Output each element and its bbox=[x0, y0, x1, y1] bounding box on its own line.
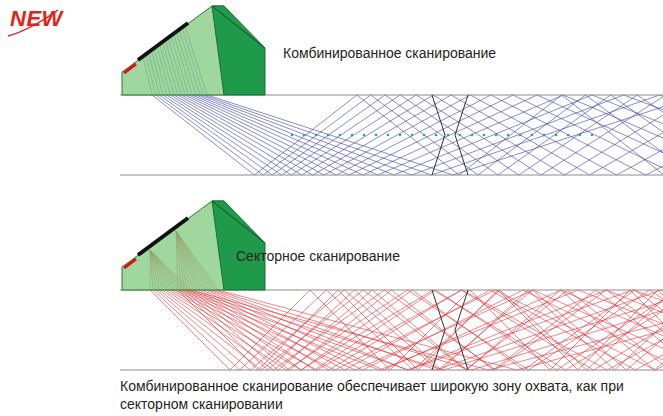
scan-label: Комбинированное сканирование bbox=[283, 45, 496, 61]
beam-ray bbox=[176, 231, 663, 370]
scan-label: Секторное сканирование bbox=[236, 248, 400, 264]
beam-ray bbox=[176, 231, 663, 370]
focus-dot bbox=[483, 134, 486, 137]
focus-dot bbox=[351, 134, 354, 137]
weld-line bbox=[455, 290, 468, 370]
weld-line bbox=[432, 290, 445, 370]
focus-dot bbox=[315, 134, 318, 137]
focus-dot bbox=[495, 134, 498, 137]
focus-dot bbox=[375, 134, 378, 137]
focus-dot bbox=[447, 134, 450, 137]
new-badge: NEW bbox=[10, 6, 63, 32]
beam-ray bbox=[176, 231, 663, 370]
beam-ray bbox=[176, 231, 663, 370]
focus-dot bbox=[399, 134, 402, 137]
focus-dot bbox=[423, 134, 426, 137]
focus-dot bbox=[387, 134, 390, 137]
focus-dot bbox=[507, 134, 510, 137]
beam-ray bbox=[176, 231, 663, 370]
focus-dot bbox=[555, 134, 558, 137]
caption: Комбинированное сканирование обеспечивае… bbox=[120, 377, 656, 413]
focus-dot bbox=[363, 134, 366, 137]
focus-dot bbox=[591, 134, 594, 137]
plate-edge bbox=[120, 175, 663, 176]
beam-ray bbox=[176, 231, 663, 370]
beam-ray bbox=[176, 231, 663, 370]
focus-dot bbox=[459, 134, 462, 137]
plate-edge bbox=[120, 370, 663, 371]
probe-wedge bbox=[122, 201, 265, 290]
focus-dot bbox=[303, 134, 306, 137]
focus-dot bbox=[471, 134, 474, 137]
beam-ray bbox=[176, 231, 663, 370]
focus-dot bbox=[567, 134, 570, 137]
focus-dot bbox=[519, 134, 522, 137]
focus-dot bbox=[339, 134, 342, 137]
focus-dot bbox=[291, 134, 294, 137]
focus-dot bbox=[327, 134, 330, 137]
focus-dot bbox=[435, 134, 438, 137]
focus-dots bbox=[291, 134, 594, 137]
probe-wedge bbox=[122, 6, 265, 95]
focus-dot bbox=[579, 134, 582, 137]
weld-line bbox=[432, 95, 445, 175]
focus-dot bbox=[411, 134, 414, 137]
beam-ray bbox=[176, 231, 663, 370]
weld-line bbox=[455, 95, 468, 175]
focus-dot bbox=[531, 134, 534, 137]
focus-dot bbox=[543, 134, 546, 137]
